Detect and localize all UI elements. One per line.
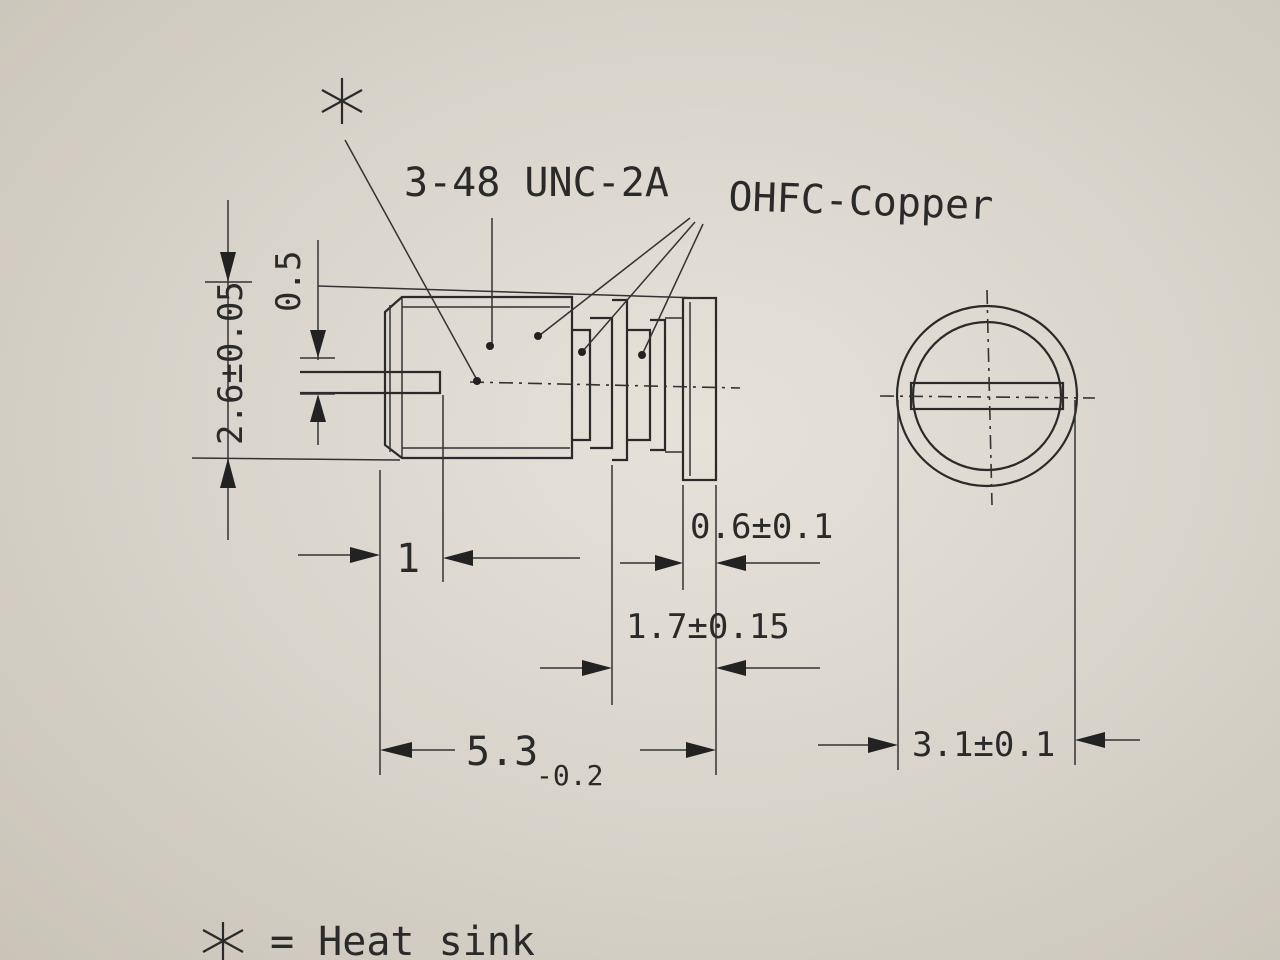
- arrowheads: [220, 252, 1105, 758]
- side-view: [300, 295, 741, 482]
- dim-flange-label: 0.6±0.1: [690, 507, 833, 547]
- dim-slot-label: 1: [396, 536, 420, 582]
- legend-text: = Heat sink: [270, 919, 535, 960]
- thread-label: 3-48 UNC-2A: [404, 160, 669, 206]
- leaders: [344, 139, 704, 385]
- dim-head-label: 0.5: [269, 251, 309, 312]
- dim-collar-label: 1.7±0.15: [626, 607, 790, 647]
- star-symbol-icon: [321, 78, 363, 124]
- dimension-lines: [205, 200, 1140, 751]
- dim-length-label: 5.3: [466, 729, 538, 775]
- end-view: [879, 289, 1096, 506]
- extension-lines: [191, 285, 1076, 775]
- dim-height-label: 2.6±0.05: [211, 281, 251, 445]
- dim-diameter-label: 3.1±0.1: [912, 725, 1055, 765]
- material-label: OHFC-Copper: [728, 174, 994, 229]
- dim-length-tolerance: -0.2: [536, 759, 603, 792]
- legend-star-icon: [202, 922, 244, 960]
